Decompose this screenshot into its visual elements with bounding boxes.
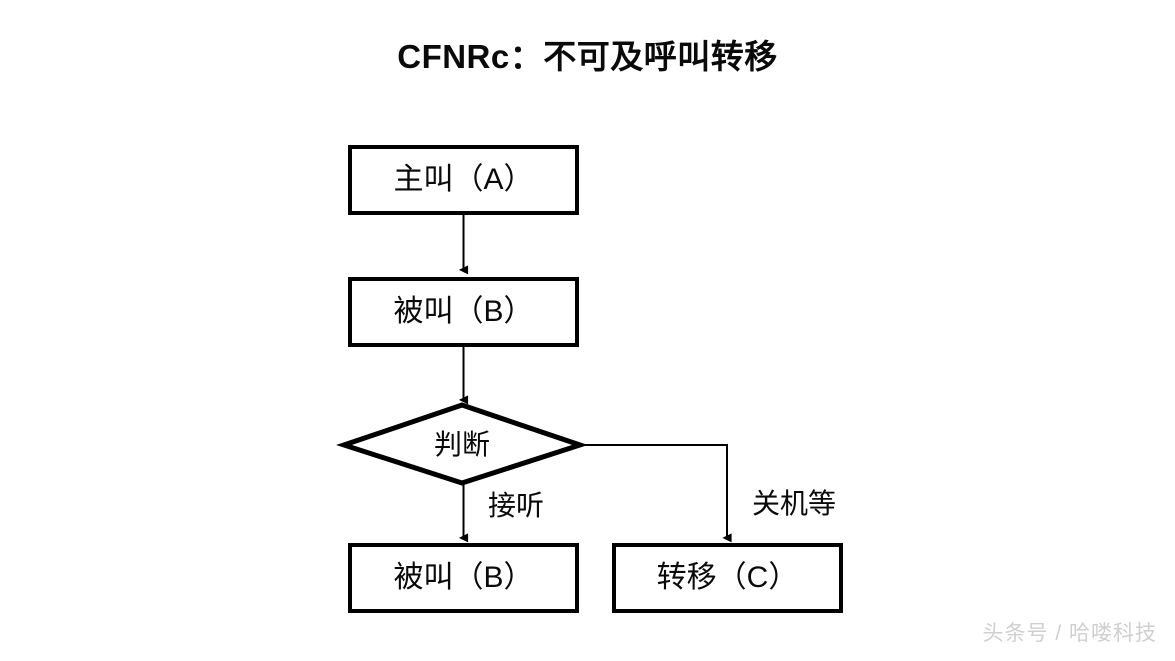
node-caller[interactable]: 主叫（A） bbox=[348, 145, 579, 215]
node-caller-label: 主叫（A） bbox=[393, 163, 534, 196]
page-title: CFNRc：不可及呼叫转移 bbox=[397, 38, 778, 75]
edge-label-answer: 接听 bbox=[488, 490, 545, 521]
watermark: 头条号 / 哈喽科技 bbox=[982, 622, 1157, 645]
node-forward[interactable]: 转移（C） bbox=[612, 543, 843, 613]
edge-decision-to-forward bbox=[580, 444, 732, 543]
node-answered[interactable]: 被叫（B） bbox=[348, 543, 579, 613]
node-answered-label: 被叫（B） bbox=[393, 561, 534, 594]
decision-diamond bbox=[336, 402, 588, 486]
edge-label-offline: 关机等 bbox=[752, 488, 837, 519]
node-forward-label: 转移（C） bbox=[656, 561, 799, 594]
node-callee-label: 被叫（B） bbox=[393, 295, 534, 328]
node-callee[interactable]: 被叫（B） bbox=[348, 277, 579, 347]
